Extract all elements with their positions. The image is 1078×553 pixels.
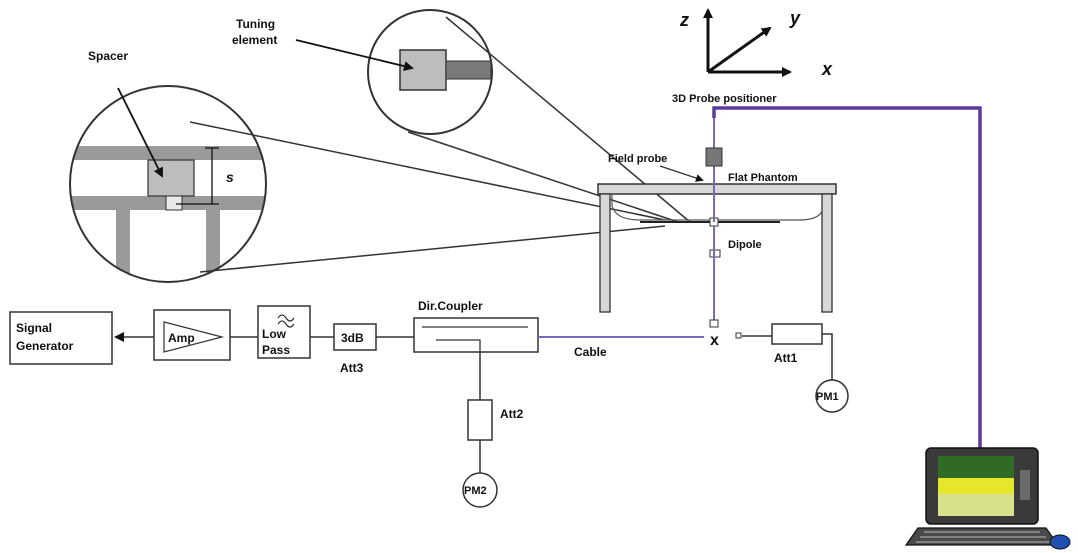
amp-label: Amp [168,331,195,345]
tuning-element-arrow [295,39,414,71]
zoom-line-upper [189,121,666,221]
attenuator-3db [333,323,377,351]
flat-phantom-label: Flat Phantom [728,172,798,184]
filter-wave-icon [277,314,295,322]
phantom-top [597,183,837,195]
pm1-label: PM1 [816,391,839,403]
dir-coupler-label: Dir.Coupler [418,299,483,313]
spacer-zoom: s Spacer [69,49,666,283]
probe-positioner: 3D Probe positioner Field probe [608,93,982,452]
signal-generator [9,311,113,365]
att3-label: Att3 [340,361,364,375]
power-meter-pm1 [815,379,849,413]
computer-icon [904,447,1071,550]
junction-label: x [710,332,719,349]
att1-label: Att1 [774,351,798,365]
positioner-cable [712,106,982,452]
tuning-element-label-2: element [232,33,277,47]
pm2-label: PM2 [464,485,487,497]
tuning-element-rod [445,60,492,80]
axis-x-label: x [821,59,833,79]
phantom-leg-right [821,193,833,313]
spacer-label: Spacer [88,49,128,63]
signal-generator-label-1: Signal [16,321,52,335]
signal-chain: Signal Generator Amp Low Pass 3dB Att3 D… [9,299,849,508]
amplifier-symbol [163,321,225,353]
zoom-line-bottom [407,131,679,223]
field-probe-arrow [659,165,704,182]
tuning-element-block [399,49,447,91]
coordinate-axes: z y x [679,8,833,79]
spacer-arrow [117,87,163,178]
low-pass-filter [257,305,311,359]
low-pass-label-2: Pass [262,343,290,357]
mouse-icon [1049,534,1071,550]
flat-phantom: Dipole Flat Phantom [597,172,837,313]
dipole-label: Dipole [728,239,762,251]
power-meter-pm2 [462,472,498,508]
att2-label: Att2 [500,407,524,421]
signal-generator-label-2: Generator [16,339,74,353]
field-probe-body [705,147,723,167]
probe-positioner-label: 3D Probe positioner [672,93,777,105]
zoom-line-lower [199,225,666,273]
field-probe-label: Field probe [608,153,667,165]
spacer-block [147,159,195,197]
attenuator-att1 [771,323,823,345]
low-pass-label-1: Low [262,327,287,341]
axis-y-label: y [789,8,801,28]
attenuator-att2 [467,399,493,441]
directional-coupler [413,317,539,353]
cable-label: Cable [574,345,607,359]
tuning-element-label-1: Tuning [236,17,275,31]
attenuator-3db-label: 3dB [341,331,364,345]
phantom-leg-left [599,193,611,313]
spacing-symbol: s [226,169,234,185]
axis-z-label: z [679,10,689,30]
tuning-element-zoom: Tuning element [232,9,691,223]
